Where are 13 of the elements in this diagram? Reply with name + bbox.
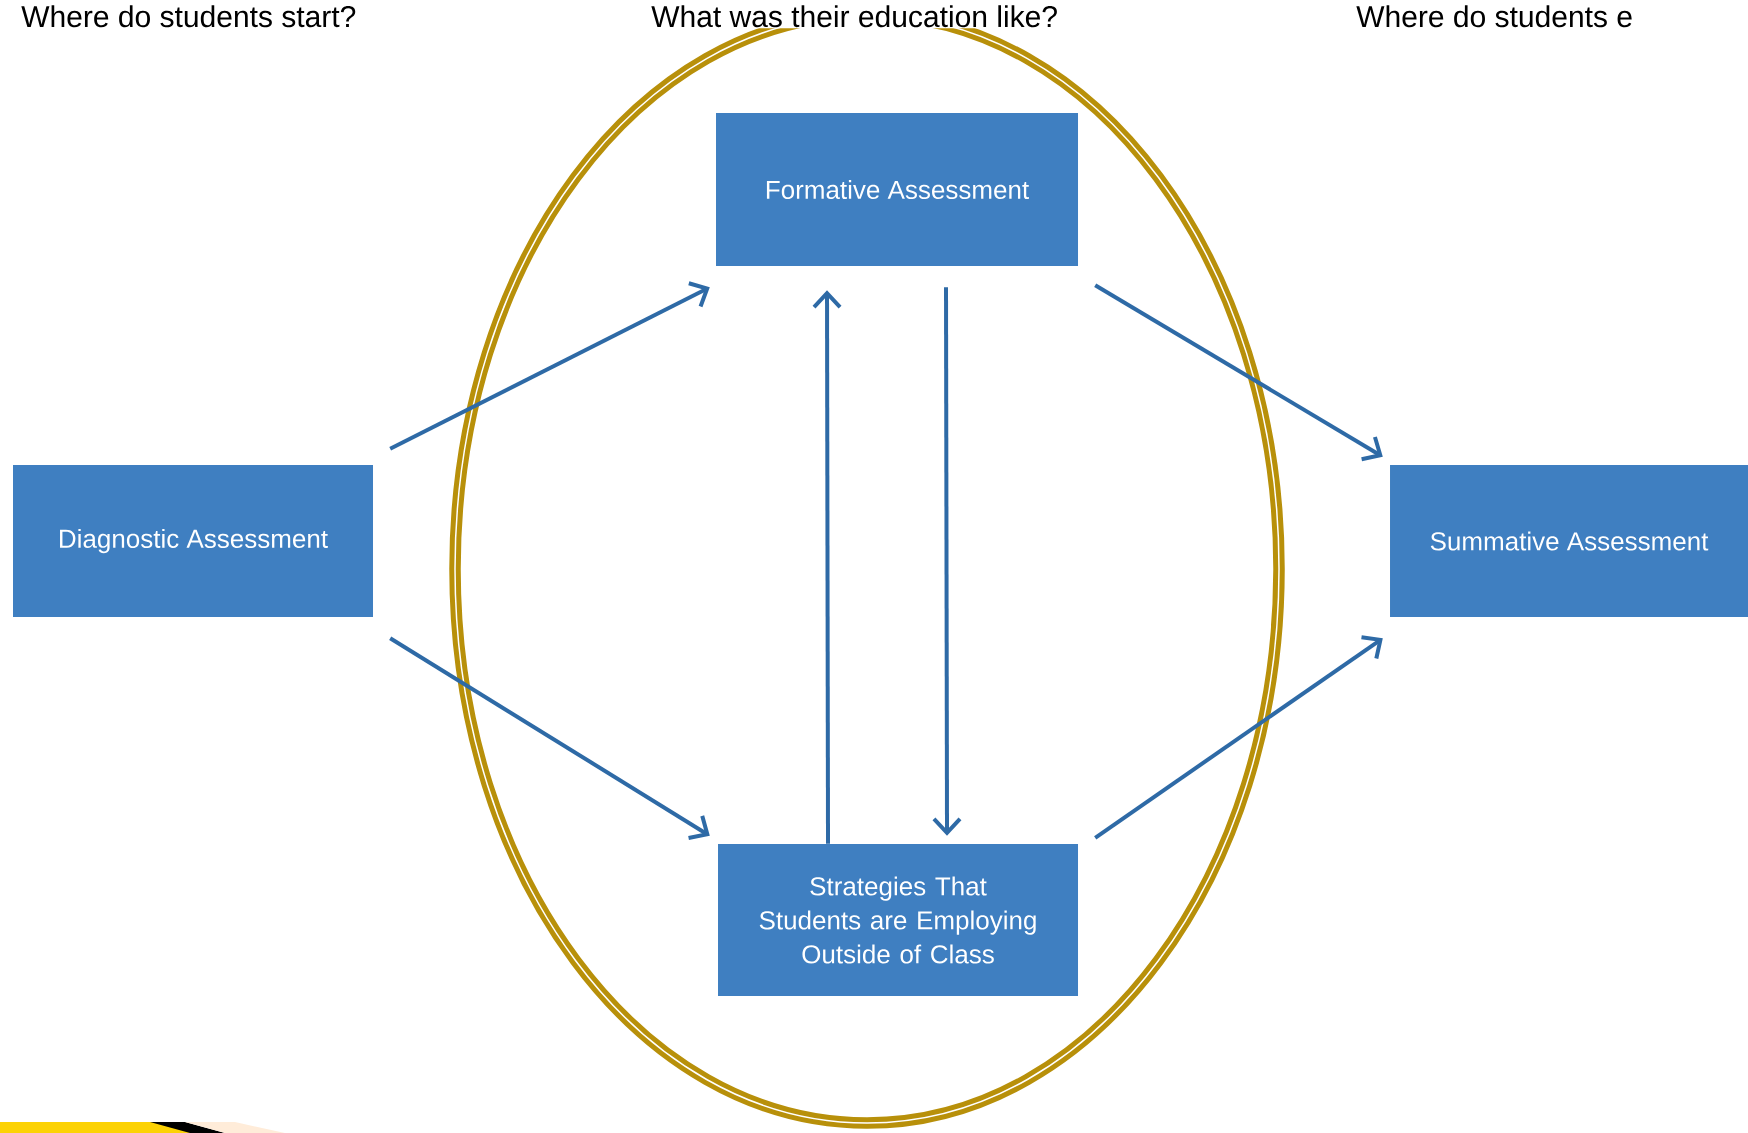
arrow xyxy=(1094,635,1383,840)
assessment-box: Strategies That Students are Employing Outside of Class xyxy=(718,844,1078,996)
arrow xyxy=(389,636,710,840)
assessment-box: Summative Assessment xyxy=(1390,465,1748,617)
arrow xyxy=(932,287,962,836)
question-text: What was their education like? xyxy=(650,4,1060,29)
assessment-box: Diagnostic Assessment xyxy=(13,465,373,617)
question-text: Where do students start? xyxy=(20,4,358,29)
question-text: Where do students e xyxy=(1355,4,1635,29)
arrow xyxy=(389,281,710,451)
arrow xyxy=(1094,283,1383,462)
assessment-box: Formative Assessment xyxy=(716,113,1078,266)
arrow xyxy=(812,290,842,844)
